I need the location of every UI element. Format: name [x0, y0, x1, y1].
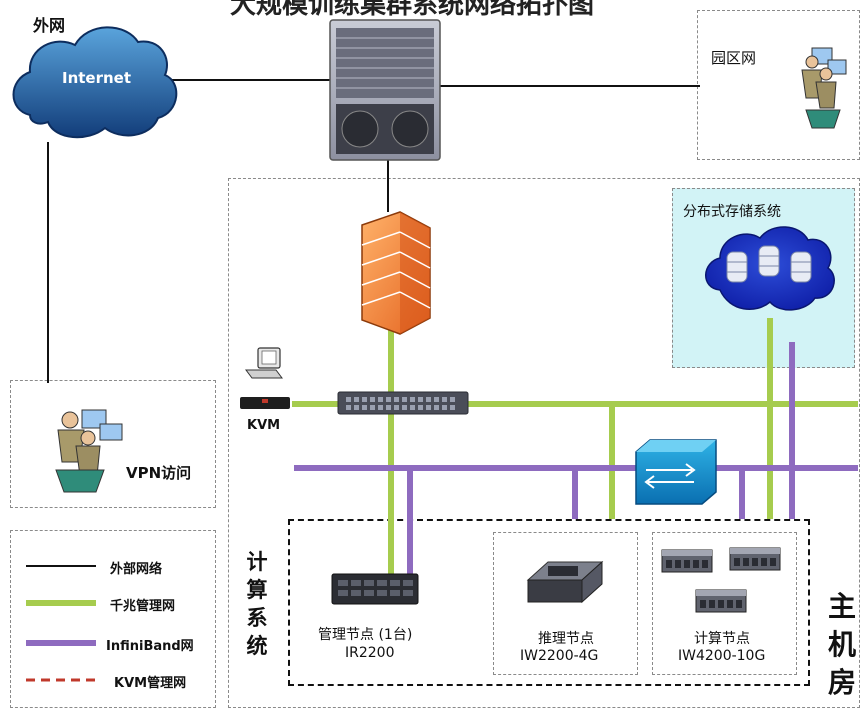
kvm-icon — [240, 347, 290, 409]
inference-node-model: IW2200-4G — [520, 648, 599, 664]
storage-label: 分布式存储系统 — [683, 204, 781, 220]
legend-label-gigabit: 千兆管理网 — [110, 599, 176, 614]
machine-room-label: 主机房 — [827, 590, 856, 699]
inference-server-icon — [526, 560, 604, 604]
legend-label-infiniband: InfiniBand网 — [106, 639, 194, 654]
vpn-box — [10, 380, 216, 508]
legend-box — [10, 530, 216, 708]
inference-node-box — [493, 532, 638, 675]
gigabit-links — [292, 318, 858, 575]
inference-node-name: 推理节点 — [538, 631, 594, 647]
management-server-icon — [331, 573, 419, 605]
internet-cloud-icon — [12, 26, 178, 139]
vpn-label: VPN访问 — [126, 464, 192, 482]
compute-system-box — [288, 519, 810, 686]
internet-label: Internet — [62, 69, 132, 87]
compute-system-label: 计算系统 — [246, 550, 268, 658]
compute-node-box — [652, 532, 797, 675]
external-network-label: 外网 — [33, 16, 66, 35]
vpn-users-icon — [55, 409, 123, 493]
management-node-name: 管理节点 (1台) — [318, 627, 413, 643]
firewall-icon — [361, 211, 431, 335]
infiniband-switch-icon — [635, 439, 717, 505]
legend-swatches — [26, 565, 96, 682]
management-node-model: IR2200 — [345, 645, 395, 661]
kvm-label: KVM — [247, 418, 281, 433]
legend-label-external: 外部网络 — [110, 562, 163, 577]
campus-network-label: 园区网 — [711, 49, 757, 67]
diagram-title: 大规模训练集群系统网络拓扑图 — [230, 0, 595, 20]
infiniband-links — [294, 342, 858, 575]
compute-node-model: IW4200-10G — [678, 648, 766, 664]
machine-room-box — [228, 178, 860, 708]
compute-servers-icon — [661, 547, 781, 613]
core-router-icon — [329, 19, 441, 161]
gigabit-switch-icon — [337, 391, 469, 415]
storage-cloud-icon — [705, 226, 835, 311]
compute-node-name: 计算节点 — [694, 631, 750, 647]
legend-label-kvm: KVM管理网 — [114, 676, 187, 691]
campus-users-icon — [801, 47, 847, 129]
